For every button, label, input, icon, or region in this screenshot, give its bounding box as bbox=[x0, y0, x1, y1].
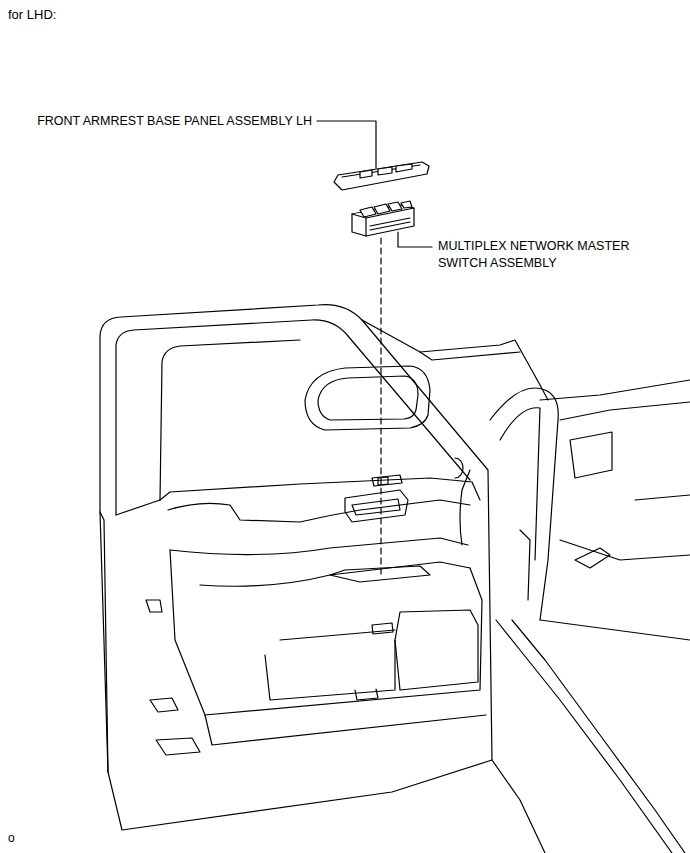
part-name: FRONT ARMREST BASE PANEL ASSEMBLY LH bbox=[37, 113, 312, 130]
master-switch bbox=[352, 201, 414, 236]
car-body bbox=[362, 320, 690, 853]
leader-line bbox=[398, 232, 432, 247]
guide-line bbox=[380, 238, 381, 575]
part-name: MULTIPLEX NETWORK MASTER SWITCH ASSEMBLY bbox=[438, 238, 660, 272]
armrest-base-panel bbox=[334, 162, 429, 190]
figure-code: o bbox=[8, 830, 15, 846]
heading-text: for LHD: bbox=[8, 6, 56, 24]
mirror bbox=[305, 366, 430, 430]
leader-line bbox=[317, 121, 376, 168]
door-outline bbox=[100, 305, 492, 830]
